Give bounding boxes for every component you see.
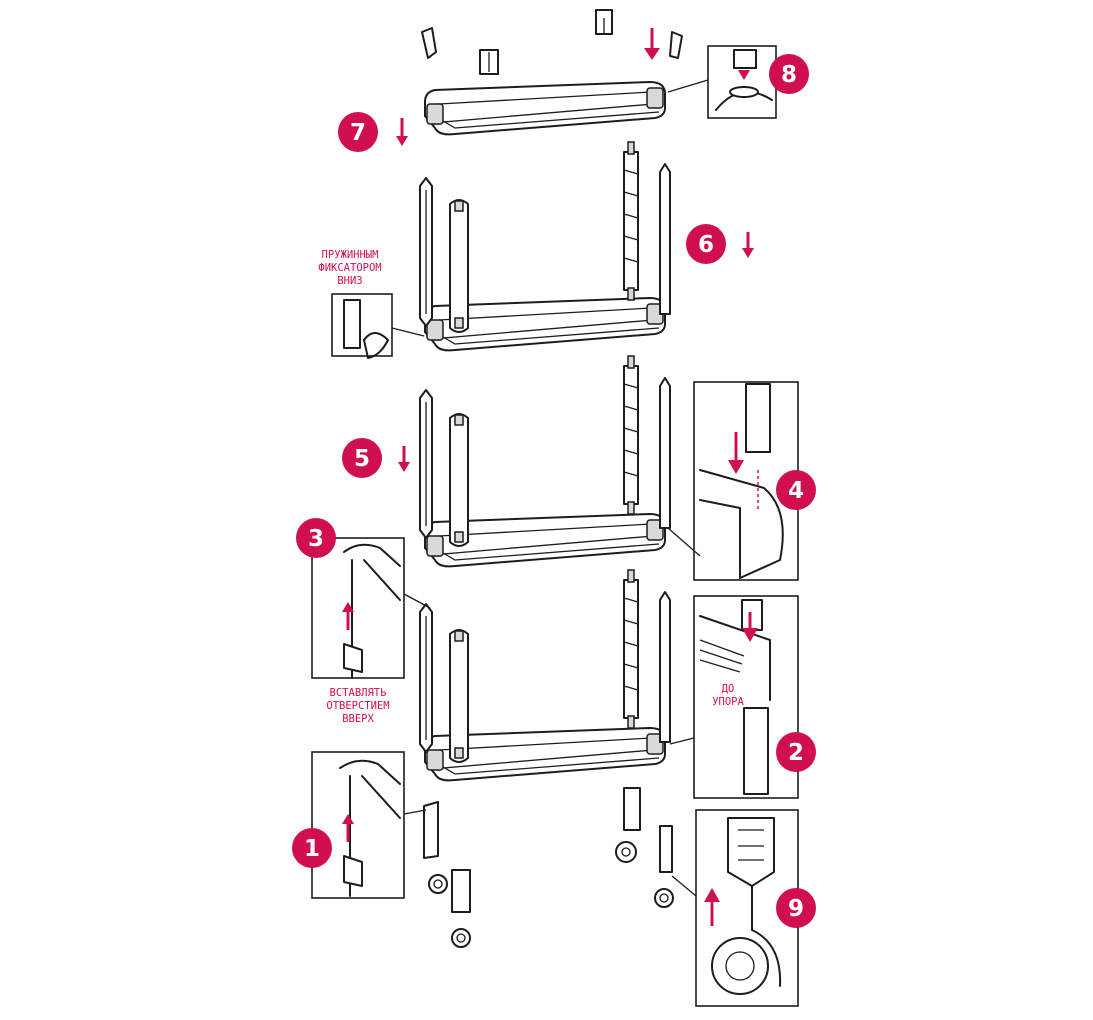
svg-text:УПОРА: УПОРА — [712, 696, 744, 708]
step-badge-9: 9 — [776, 888, 816, 928]
step-5-arrow-icon — [398, 446, 410, 472]
svg-text:5: 5 — [354, 446, 370, 472]
svg-text:ОТВЕРСТИЕМ: ОТВЕРСТИЕМ — [326, 700, 389, 712]
svg-text:3: 3 — [308, 526, 324, 552]
step-7-arrow-icon — [396, 118, 408, 146]
detail-box-1 — [311, 751, 427, 899]
step-badge-8: 8 — [769, 54, 809, 94]
detail-box-8 — [667, 45, 777, 119]
tray-top — [424, 81, 666, 136]
left-rail-set — [419, 177, 469, 763]
svg-text:ФИКСАТОРОМ: ФИКСАТОРОМ — [318, 262, 381, 274]
svg-text:ВНИЗ: ВНИЗ — [337, 275, 362, 287]
svg-text:ПРУЖИННЫМ: ПРУЖИННЫМ — [322, 249, 379, 261]
svg-text:6: 6 — [698, 232, 714, 258]
step-badge-5: 5 — [342, 438, 382, 478]
svg-text:4: 4 — [788, 478, 804, 504]
step-badge-3: 3 — [296, 518, 336, 558]
svg-text:8: 8 — [781, 62, 797, 88]
step-badge-2: 2 — [776, 732, 816, 772]
step-badge-1: 1 — [292, 828, 332, 868]
detail-box-9 — [671, 809, 799, 1007]
caster-set — [423, 787, 674, 948]
right-rail-set — [623, 141, 671, 743]
step-badge-7: 7 — [338, 112, 378, 152]
svg-text:7: 7 — [350, 120, 366, 146]
step-6-arrow-icon — [742, 232, 754, 258]
arrow-down-icon — [644, 28, 660, 60]
svg-text:ВСТАВЛЯТЬ: ВСТАВЛЯТЬ — [330, 687, 387, 699]
detail-box-3 — [311, 537, 431, 679]
detail-box-spring-latch — [331, 293, 425, 359]
note-spring-latch-down: ПРУЖИННЫМ ФИКСАТОРОМ ВНИЗ — [318, 249, 381, 287]
note-insert-hole-up: ВСТАВЛЯТЬ ОТВЕРСТИЕМ ВВЕРХ — [326, 687, 389, 725]
svg-text:ВВЕРХ: ВВЕРХ — [342, 713, 374, 725]
note-to-stop: ДО УПОРА — [712, 683, 744, 708]
svg-text:2: 2 — [788, 740, 804, 766]
svg-text:1: 1 — [304, 836, 320, 862]
top-connector-cap — [421, 9, 683, 75]
svg-text:9: 9 — [788, 896, 804, 922]
svg-text:ДО: ДО — [722, 683, 735, 695]
step-badge-4: 4 — [776, 470, 816, 510]
step-badge-6: 6 — [686, 224, 726, 264]
